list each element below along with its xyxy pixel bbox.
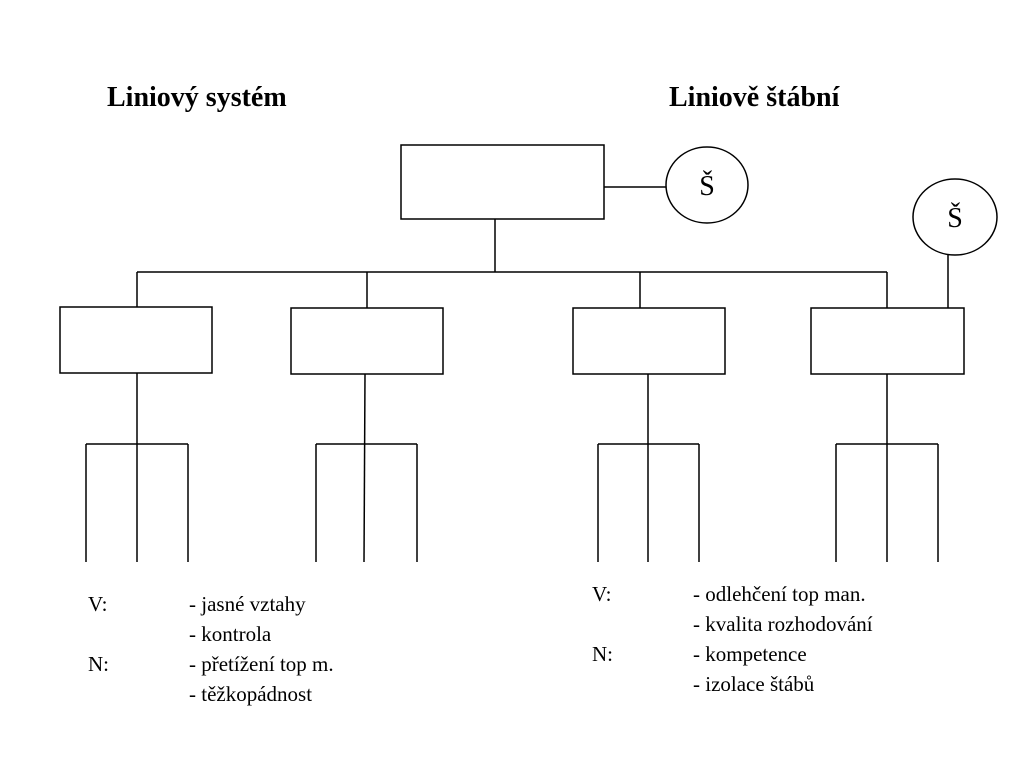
right-staff-circle [912,178,998,256]
title-line-system: Liniový systém [107,82,287,113]
right-staff-label: Š [947,203,963,234]
note-key: N: [592,642,613,666]
top-staff-circle [665,146,749,224]
note-value: - kvalita rozhodování [693,612,873,636]
unit-box-3 [572,307,726,375]
subordinate-fan-4 [835,374,939,562]
unit-box-4 [810,307,965,375]
title-line-staff-system: Liniově štábní [669,82,841,113]
subordinate-fan-3 [597,374,700,562]
subordinate-fan-1 [85,373,189,562]
note-value: - izolace štábů [693,672,815,696]
top-management-box [400,144,605,220]
note-value: - těžkopádnost [189,682,313,706]
note-value: - kompetence [693,642,807,666]
note-value: - odlehčení top man. [693,582,866,606]
note-value: - jasné vztahy [189,592,306,616]
note-value: - kontrola [189,622,272,646]
unit-box-1 [59,306,213,374]
note-key: V: [592,582,612,606]
subordinate-fan-2 [315,373,418,563]
note-key: N: [88,652,109,676]
note-value: - přetížení top m. [189,652,334,676]
top-staff-label: Š [699,171,715,202]
unit-box-2 [290,307,444,375]
note-key: V: [88,592,108,616]
